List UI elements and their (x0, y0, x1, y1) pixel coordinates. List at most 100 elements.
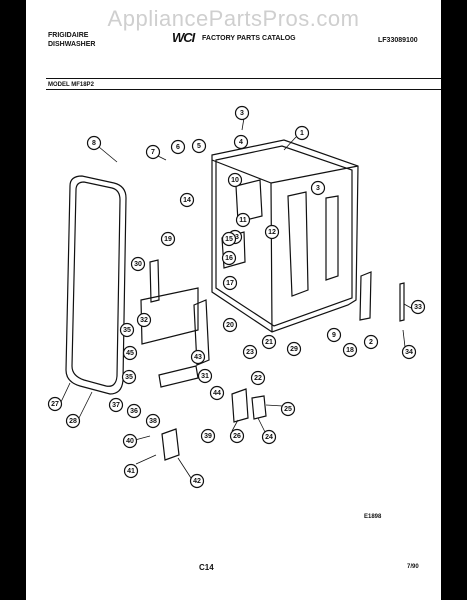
part-number-label: 22 (254, 375, 262, 382)
model-divider (46, 89, 441, 90)
part-callout-29: 29 (286, 341, 302, 357)
part-callout-23: 23 (242, 344, 258, 360)
part-number-label: 35 (125, 374, 133, 381)
callout-layer: 1233456789101112131415161718192021222324… (47, 105, 426, 489)
part-callout-39: 39 (200, 428, 216, 444)
drain-hose-clip (359, 271, 372, 321)
part-callout-42: 42 (189, 473, 205, 489)
part-number-label: 45 (126, 350, 134, 357)
part-number-label: 2 (369, 339, 373, 346)
part-number-label: 15 (225, 236, 233, 243)
part-callout-5: 5 (191, 138, 207, 154)
part-callout-2: 2 (363, 334, 379, 350)
part-number-label: 27 (51, 401, 59, 408)
part-number-label: 1 (300, 130, 304, 137)
catalog-date: 7/90 (407, 564, 419, 570)
part-number-label: 11 (239, 217, 247, 224)
part-callout-9: 9 (326, 327, 342, 343)
figure-code: E1898 (364, 514, 382, 520)
part-number-label: 42 (193, 478, 201, 485)
document-number: LF33089100 (378, 37, 418, 44)
tub-body (211, 139, 359, 333)
part-callout-7: 7 (145, 144, 161, 160)
part-number-label: 6 (176, 144, 180, 151)
part-number-label: 44 (213, 390, 221, 397)
part-callout-1: 1 (294, 125, 310, 141)
catalog-title: FACTORY PARTS CATALOG (202, 35, 296, 42)
part-number-label: 4 (239, 139, 243, 146)
exploded-view (60, 117, 414, 479)
part-number-label: 23 (246, 349, 254, 356)
part-callout-16: 16 (221, 250, 237, 266)
part-callout-33: 33 (410, 299, 426, 315)
tub-top-edge (270, 165, 359, 184)
part-callout-6: 6 (170, 139, 186, 155)
part-number-label: 10 (231, 177, 239, 184)
spring (399, 282, 405, 322)
strike (251, 395, 267, 420)
part-callout-38: 38 (145, 413, 161, 429)
tub-vent-slot (325, 195, 339, 281)
hinge-arm (193, 299, 210, 366)
part-callout-26: 26 (229, 428, 245, 444)
top-divider (46, 78, 441, 79)
part-callout-10: 10 (227, 172, 243, 188)
part-number-label: 5 (197, 143, 201, 150)
part-number-label: 7 (151, 149, 155, 156)
part-callout-35: 35 (119, 322, 135, 338)
part-callout-11: 11 (235, 212, 251, 228)
model-label: MODEL MF18P2 (48, 82, 94, 88)
door-panel-bracket (140, 287, 199, 345)
part-number-label: 33 (414, 304, 422, 311)
part-callout-24: 24 (261, 429, 277, 445)
latch-plate (161, 428, 180, 461)
part-callout-14: 14 (179, 192, 195, 208)
part-number-label: 30 (134, 261, 142, 268)
part-callout-34: 34 (401, 344, 417, 360)
part-number-label: 3 (240, 110, 244, 117)
part-number-label: 35 (123, 327, 131, 334)
part-callout-19: 19 (160, 231, 176, 247)
part-callout-37: 37 (108, 397, 124, 413)
parts-diagram-page: AppliancePartsPros.com FRIGIDAIRE DISHWA… (26, 0, 441, 600)
door-gasket-inner (71, 181, 121, 387)
part-callout-40: 40 (122, 433, 138, 449)
part-number-label: 21 (265, 339, 273, 346)
part-callout-31: 31 (197, 368, 213, 384)
part-number-label: 28 (69, 418, 77, 425)
wci-logo: WCI (172, 30, 195, 45)
hinge-bracket (149, 259, 160, 303)
valve-assembly (235, 179, 263, 223)
part-callout-22: 22 (250, 370, 266, 386)
part-number-label: 43 (194, 354, 202, 361)
product-name: DISHWASHER (48, 41, 96, 48)
part-callout-36: 36 (126, 403, 142, 419)
part-callout-3: 3 (234, 105, 250, 121)
part-number-label: 25 (284, 406, 292, 413)
part-callout-44: 44 (209, 385, 225, 401)
part-callout-12: 12 (264, 224, 280, 240)
page-code: C14 (199, 563, 214, 572)
part-number-label: 32 (140, 317, 148, 324)
part-callout-25: 25 (280, 401, 296, 417)
part-number-label: 37 (112, 402, 120, 409)
part-number-label: 26 (233, 433, 241, 440)
part-number-label: 36 (130, 408, 138, 415)
part-number-label: 18 (346, 347, 354, 354)
part-number-label: 14 (183, 197, 191, 204)
toe-plate (158, 365, 199, 388)
part-callout-8: 8 (86, 135, 102, 151)
part-number-label: 29 (290, 346, 298, 353)
part-callout-30: 30 (130, 256, 146, 272)
part-callout-18: 18 (342, 342, 358, 358)
part-callout-35: 35 (121, 369, 137, 385)
part-number-label: 41 (127, 468, 135, 475)
part-callout-4: 4 (233, 134, 249, 150)
part-callout-43: 43 (190, 349, 206, 365)
door-latch (231, 388, 249, 423)
part-number-label: 9 (332, 332, 336, 339)
part-number-label: 16 (225, 255, 233, 262)
part-callout-28: 28 (65, 413, 81, 429)
part-number-label: 19 (164, 236, 172, 243)
part-number-label: 17 (226, 280, 234, 287)
